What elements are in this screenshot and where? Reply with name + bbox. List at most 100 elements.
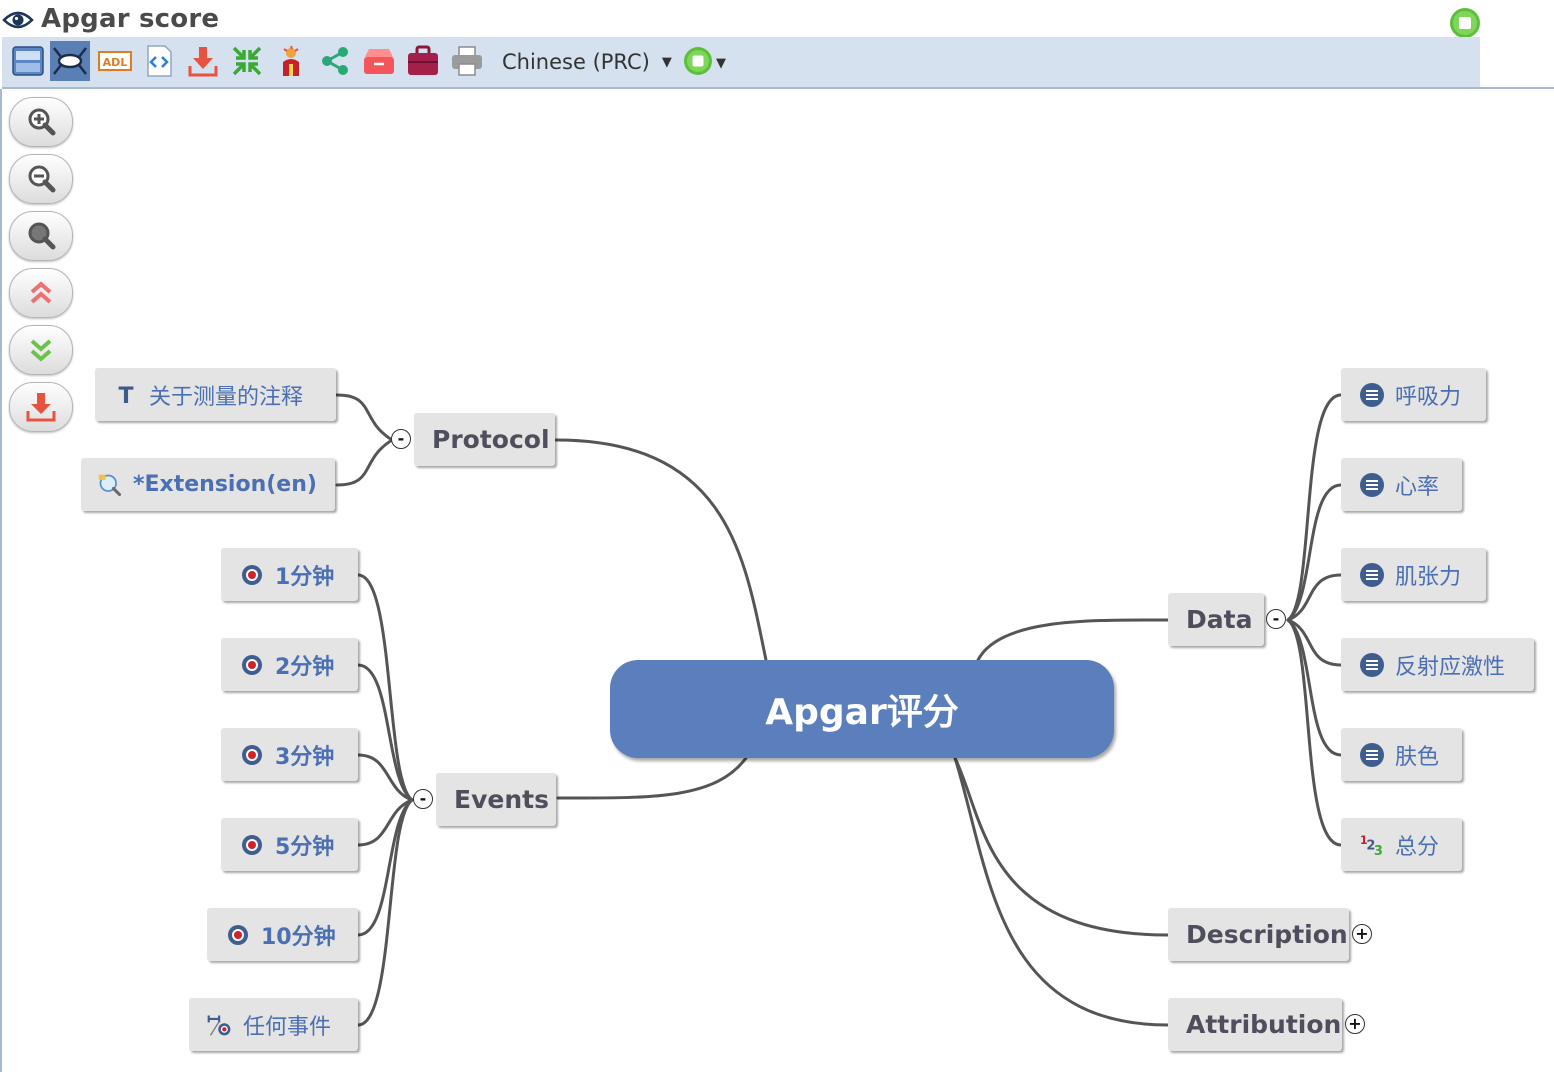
leaf-node-event-5min[interactable]: 5分钟 xyxy=(221,818,358,871)
branch-node-data[interactable]: Data xyxy=(1168,593,1264,646)
coded-text-icon xyxy=(1359,472,1385,498)
zoom-in-button[interactable] xyxy=(9,97,73,147)
leaf-label: 10分钟 xyxy=(261,924,336,950)
collapse-toggle-data[interactable]: - xyxy=(1266,609,1286,629)
branch-node-description[interactable]: Description xyxy=(1168,908,1349,961)
mindmap-view-icon[interactable] xyxy=(50,41,90,81)
expand-toggle-attribution[interactable]: + xyxy=(1345,1014,1365,1034)
svg-text:1: 1 xyxy=(1360,834,1368,847)
interval-event-icon xyxy=(207,1012,233,1038)
page-title: Apgar score xyxy=(41,4,220,34)
coded-text-icon xyxy=(1359,382,1385,408)
lifecycle-status-dropdown[interactable]: ▼ xyxy=(682,45,726,81)
branch-label: Description xyxy=(1186,920,1348,949)
point-event-icon xyxy=(239,562,265,588)
branch-label: Protocol xyxy=(432,425,550,454)
leaf-node-muscle-tone[interactable]: 肌张力 xyxy=(1341,548,1486,601)
toolbar-divider xyxy=(1480,87,1554,89)
archetype-tree-icon[interactable] xyxy=(271,41,311,81)
leaf-node-any-event[interactable]: 任何事件 xyxy=(189,998,358,1051)
branch-label: Attribution xyxy=(1186,1010,1342,1039)
svg-text:T: T xyxy=(118,384,133,407)
count-icon: 1 2 3 xyxy=(1359,832,1385,858)
branch-node-attribution[interactable]: Attribution xyxy=(1168,998,1342,1051)
download-icon xyxy=(26,393,56,422)
text-icon: T xyxy=(113,382,139,408)
branch-node-protocol[interactable]: Protocol xyxy=(414,413,555,466)
expand-all-button[interactable] xyxy=(9,268,73,318)
leaf-label: 1分钟 xyxy=(275,564,335,590)
leaf-node-event-3min[interactable]: 3分钟 xyxy=(221,728,358,781)
zoom-fit-button[interactable] xyxy=(9,211,73,261)
leaf-label: 3分钟 xyxy=(275,744,335,770)
briefcase-icon[interactable] xyxy=(403,41,443,81)
language-select[interactable]: Chinese (PRC) ▼ xyxy=(502,49,672,75)
double-chevron-up-icon xyxy=(30,281,52,304)
leaf-label: 任何事件 xyxy=(243,1014,332,1040)
leaf-node-event-1min[interactable]: 1分钟 xyxy=(221,548,358,601)
point-event-icon xyxy=(239,742,265,768)
coded-text-icon xyxy=(1359,562,1385,588)
download-icon[interactable] xyxy=(183,41,223,81)
mindmap-canvas[interactable] xyxy=(0,89,1554,1072)
svg-text:ADL: ADL xyxy=(103,56,128,69)
leaf-node-heart-rate[interactable]: 心率 xyxy=(1341,458,1462,511)
collapse-toggle-events[interactable]: - xyxy=(413,789,433,809)
leaf-label: 反射应激性 xyxy=(1395,654,1506,680)
leaf-node-skin-colour[interactable]: 肤色 xyxy=(1341,728,1462,781)
zoom-in-icon xyxy=(28,108,56,136)
share-icon[interactable] xyxy=(315,41,355,81)
export-button[interactable] xyxy=(9,382,73,432)
svg-text:3: 3 xyxy=(1374,844,1383,858)
leaf-label: 5分钟 xyxy=(275,834,335,860)
caret-down-icon: ▼ xyxy=(716,55,726,71)
mindmap-root-node[interactable]: Apgar评分 xyxy=(610,660,1114,758)
archive-box-icon[interactable] xyxy=(359,41,399,81)
point-event-icon xyxy=(239,652,265,678)
eye-icon[interactable] xyxy=(2,9,34,35)
svg-text:2: 2 xyxy=(1366,838,1375,853)
extension-search-icon xyxy=(97,472,123,498)
leaf-label: 呼吸力 xyxy=(1395,384,1462,410)
code-view-icon[interactable] xyxy=(139,41,179,81)
title-bar: Apgar score xyxy=(0,0,1554,38)
zoom-fit-icon xyxy=(28,222,56,250)
lifecycle-status-icon[interactable] xyxy=(1448,6,1482,44)
leaf-node-reflex-irritability[interactable]: 反射应激性 xyxy=(1341,638,1534,691)
leaf-node-respiratory-effort[interactable]: 呼吸力 xyxy=(1341,368,1486,421)
panel-layout-icon[interactable] xyxy=(8,41,48,81)
zoom-out-icon xyxy=(28,165,56,193)
leaf-node-total-score[interactable]: 1 2 3 总分 xyxy=(1341,818,1462,871)
toolbar: ADL xyxy=(2,37,1480,89)
adl-icon[interactable]: ADL xyxy=(95,41,135,81)
leaf-label: 肤色 xyxy=(1395,744,1440,770)
leaf-node-event-10min[interactable]: 10分钟 xyxy=(207,908,358,961)
leaf-label: 总分 xyxy=(1395,834,1440,860)
coded-text-icon xyxy=(1359,652,1385,678)
leaf-label: 关于测量的注释 xyxy=(149,384,304,410)
branch-label: Events xyxy=(454,785,549,814)
caret-down-icon: ▼ xyxy=(661,54,672,70)
leaf-label: *Extension(en) xyxy=(133,472,317,497)
status-circle-icon xyxy=(682,45,714,81)
leaf-label: 心率 xyxy=(1395,474,1440,500)
expand-toggle-description[interactable]: + xyxy=(1352,924,1372,944)
point-event-icon xyxy=(225,922,251,948)
zoom-out-button[interactable] xyxy=(9,154,73,204)
leaf-node-extension[interactable]: *Extension(en) xyxy=(81,458,335,511)
coded-text-icon xyxy=(1359,742,1385,768)
leaf-label: 肌张力 xyxy=(1395,564,1462,590)
print-icon[interactable] xyxy=(447,41,487,81)
collapse-arrows-icon[interactable] xyxy=(227,41,267,81)
leaf-node-event-2min[interactable]: 2分钟 xyxy=(221,638,358,691)
point-event-icon xyxy=(239,832,265,858)
language-select-label: Chinese (PRC) xyxy=(502,50,650,74)
collapse-all-button[interactable] xyxy=(9,325,73,375)
leaf-label: 2分钟 xyxy=(275,654,335,680)
branch-label: Data xyxy=(1186,605,1253,634)
leaf-node-measurement-note[interactable]: T 关于测量的注释 xyxy=(95,368,336,421)
branch-node-events[interactable]: Events xyxy=(436,773,556,826)
collapse-toggle-protocol[interactable]: - xyxy=(391,429,411,449)
double-chevron-down-icon xyxy=(30,339,52,362)
